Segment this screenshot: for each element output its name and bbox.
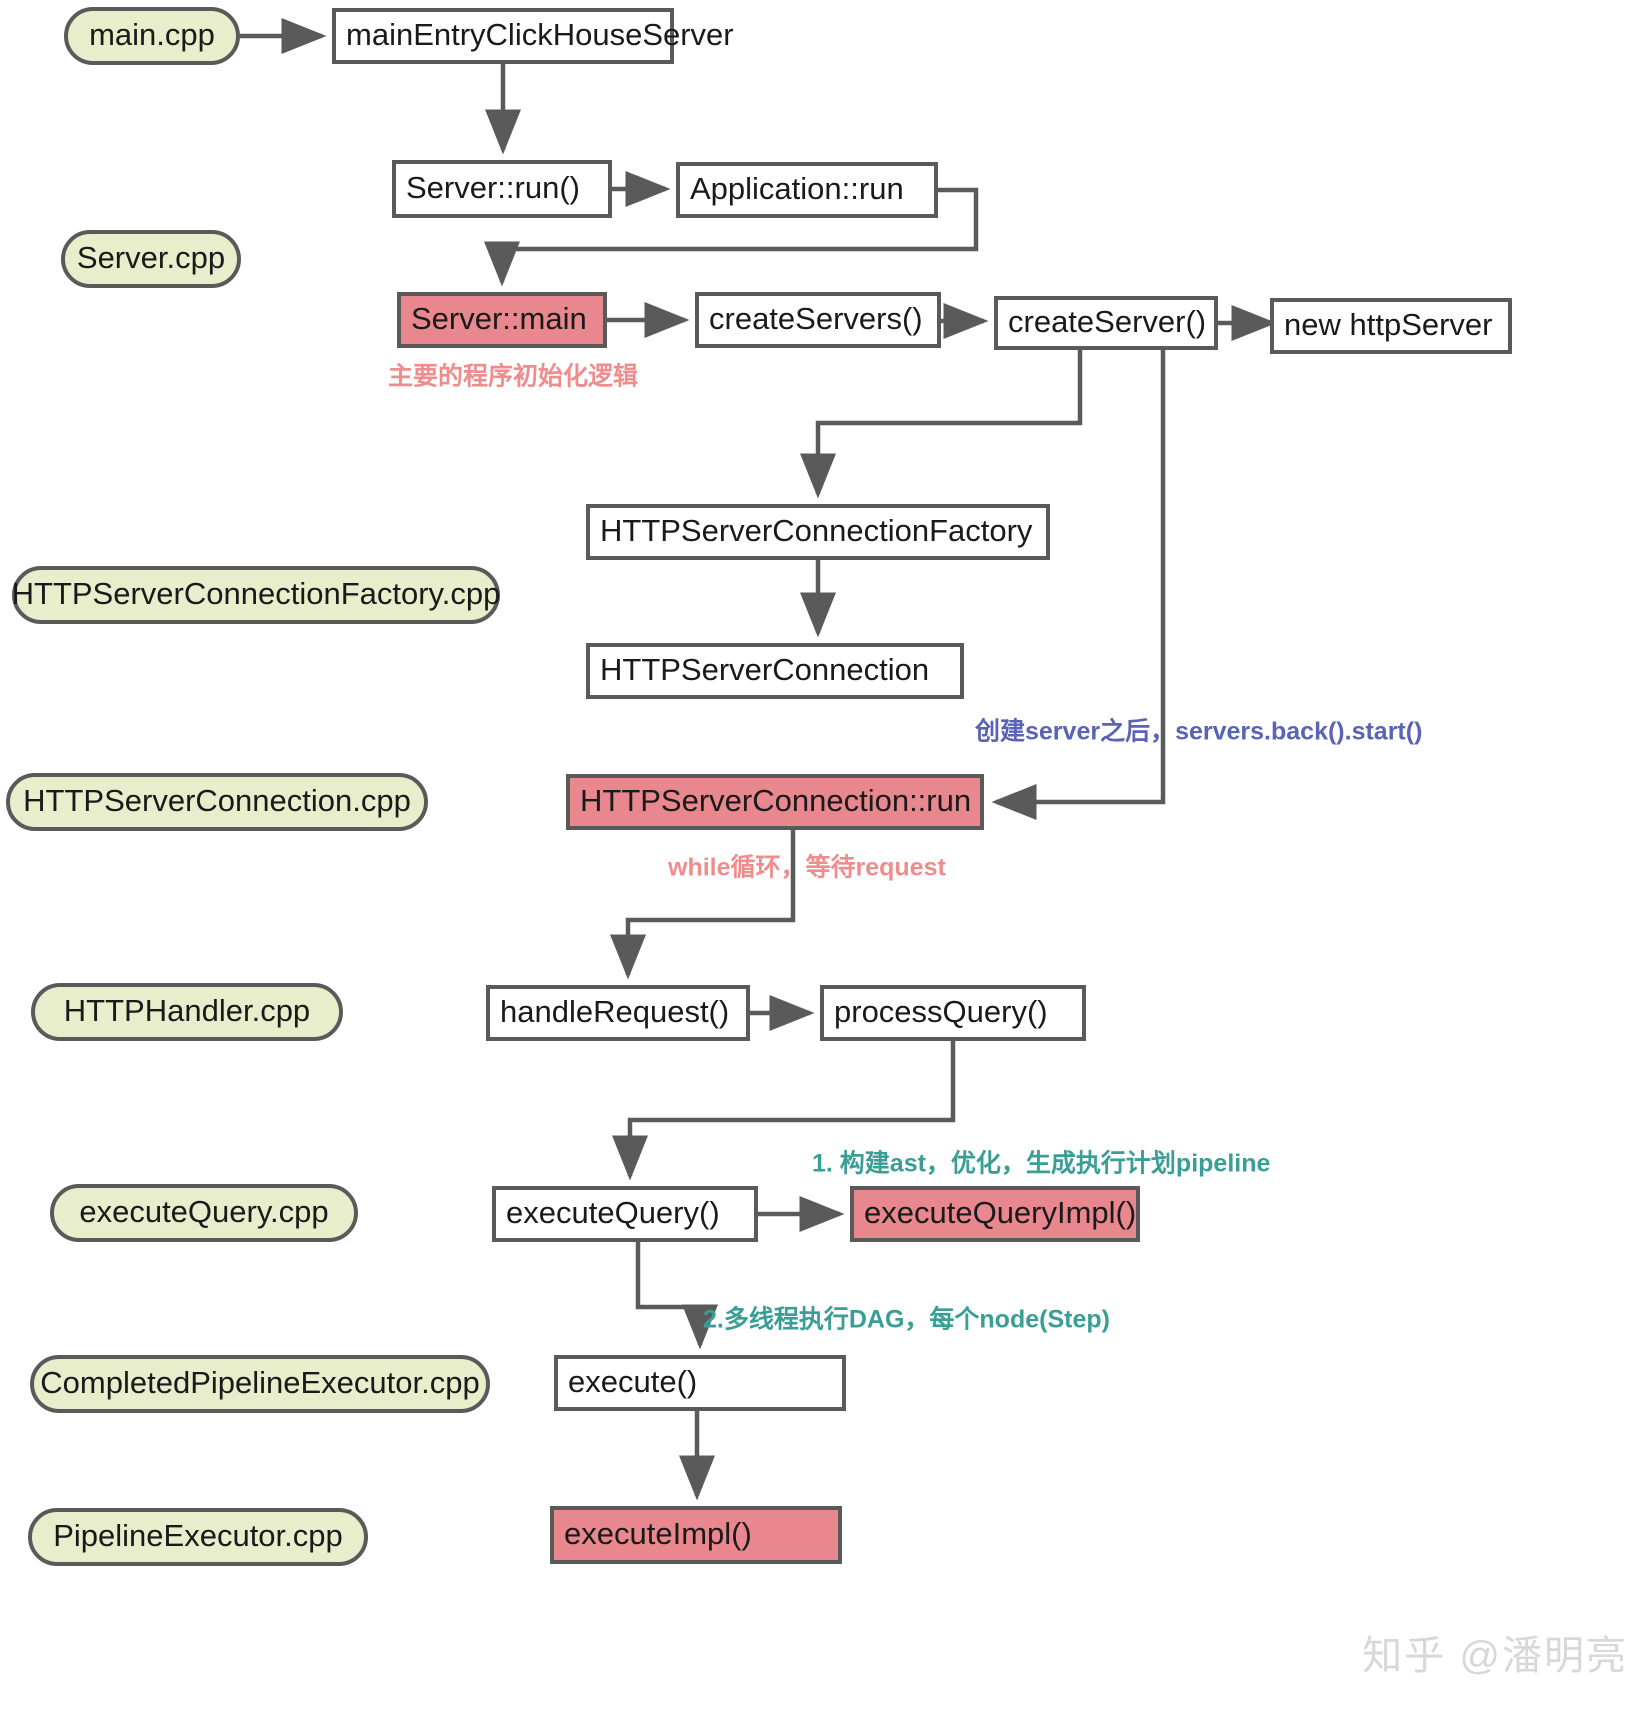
- node-handlerequest-label: handleRequest(): [500, 994, 729, 1029]
- node-createserver: createServer(): [994, 296, 1218, 350]
- node-connection-shape: [586, 643, 964, 699]
- edge-createserver-to-connectionrun: [991, 348, 1166, 820]
- pill-connection-cpp-shape: [6, 773, 428, 831]
- annot-build-ast: 1. 构建ast，优化，生成执行计划pipeline: [812, 1150, 1270, 1178]
- pill-server-cpp-label: Server.cpp: [77, 240, 225, 275]
- node-createserver-label: createServer(): [1008, 304, 1206, 339]
- node-executequeryimpl-label: executeQueryImpl(): [864, 1195, 1136, 1230]
- node-handlerequest: handleRequest(): [486, 985, 750, 1041]
- node-server-main-shape: [397, 292, 607, 348]
- node-processquery-shape: [820, 985, 1086, 1041]
- pill-completed-cpp-label: CompletedPipelineExecutor.cpp: [40, 1365, 479, 1400]
- edge-apprun-to-servermain: [484, 187, 979, 287]
- pill-factory-cpp-label: HTTPServerConnectionFactory.cpp: [12, 576, 501, 611]
- node-processquery: processQuery(): [820, 985, 1086, 1041]
- node-executeimpl-shape: [550, 1506, 842, 1564]
- pill-server-cpp-shape: [61, 230, 241, 288]
- node-new-httpserver: new httpServer: [1270, 298, 1512, 354]
- annotations-layer: 主要的程序初始化逻辑创建server之后，servers.back().star…: [388, 362, 1422, 1334]
- node-factory-shape: [586, 504, 1050, 560]
- node-execute-label: execute(): [568, 1364, 697, 1399]
- annot-init-logic: 主要的程序初始化逻辑: [388, 362, 638, 391]
- node-execute-shape: [554, 1355, 846, 1411]
- pill-main-cpp: main.cpp: [64, 7, 240, 65]
- node-connection-run: HTTPServerConnection::run: [566, 774, 984, 830]
- node-new-httpserver-label: new httpServer: [1284, 307, 1493, 342]
- pill-executequery-cpp-label: executeQuery.cpp: [79, 1194, 328, 1229]
- node-mainentry-label: mainEntryClickHouseServer: [346, 17, 734, 52]
- node-application-run-shape: [676, 162, 938, 218]
- pill-handler-cpp-shape: [31, 983, 343, 1041]
- node-connection-run-label: HTTPServerConnection::run: [580, 783, 971, 818]
- node-handlerequest-shape: [486, 985, 750, 1041]
- pill-pipeline-cpp: PipelineExecutor.cpp: [28, 1508, 368, 1566]
- node-mainentry: mainEntryClickHouseServer: [332, 8, 734, 64]
- node-createservers-label: createServers(): [709, 301, 923, 336]
- node-executeimpl: executeImpl(): [550, 1506, 842, 1564]
- pill-connection-cpp-label: HTTPServerConnection.cpp: [23, 783, 411, 818]
- node-mainentry-shape: [332, 8, 674, 64]
- node-factory: HTTPServerConnectionFactory: [586, 504, 1050, 560]
- node-createservers: createServers(): [695, 292, 941, 348]
- pill-handler-cpp-label: HTTPHandler.cpp: [64, 993, 310, 1028]
- node-executequery: executeQuery(): [492, 1186, 758, 1242]
- node-executequeryimpl: executeQueryImpl(): [850, 1186, 1140, 1242]
- pill-executequery-cpp: executeQuery.cpp: [50, 1184, 358, 1242]
- node-server-run: Server::run(): [392, 160, 612, 218]
- pill-connection-cpp: HTTPServerConnection.cpp: [6, 773, 428, 831]
- pill-server-cpp: Server.cpp: [61, 230, 241, 288]
- node-application-run: Application::run: [676, 162, 938, 218]
- pill-pipeline-cpp-shape: [28, 1508, 368, 1566]
- node-application-run-label: Application::run: [690, 171, 904, 206]
- node-createserver-shape: [994, 296, 1218, 350]
- pill-completed-cpp: CompletedPipelineExecutor.cpp: [30, 1355, 490, 1413]
- node-createservers-shape: [695, 292, 941, 348]
- file-pills-layer: main.cppServer.cppHTTPServerConnectionFa…: [6, 7, 501, 1566]
- node-connection-label: HTTPServerConnection: [600, 652, 929, 687]
- pill-completed-cpp-shape: [30, 1355, 490, 1413]
- node-factory-label: HTTPServerConnectionFactory: [600, 513, 1033, 548]
- annot-while-loop: while循环，等待request: [667, 853, 946, 882]
- node-server-main: Server::main: [397, 292, 607, 348]
- edges-layer: [240, 18, 1277, 1501]
- node-connection: HTTPServerConnection: [586, 643, 964, 699]
- pill-executequery-cpp-shape: [50, 1184, 358, 1242]
- edge-connectionrun-to-handlerequest: [610, 828, 796, 980]
- pill-main-cpp-shape: [64, 7, 240, 65]
- node-execute: execute(): [554, 1355, 846, 1411]
- pill-factory-cpp-shape: [12, 566, 500, 624]
- edge-executequery-to-execute: [635, 1240, 718, 1350]
- node-new-httpserver-shape: [1270, 298, 1512, 354]
- node-server-run-shape: [392, 160, 612, 218]
- annot-server-start: 创建server之后，servers.back().start(): [974, 717, 1422, 746]
- watermark: 知乎 @潘明亮: [1362, 1634, 1628, 1678]
- edge-createserver-to-factory: [800, 348, 1083, 499]
- edge-processquery-to-executequery: [612, 1039, 956, 1181]
- annot-multithread-dag: 2.多线程执行DAG，每个node(Step): [703, 1305, 1110, 1334]
- pill-pipeline-cpp-label: PipelineExecutor.cpp: [53, 1518, 343, 1553]
- pill-factory-cpp: HTTPServerConnectionFactory.cpp: [12, 566, 501, 624]
- node-processquery-label: processQuery(): [834, 994, 1048, 1029]
- pill-main-cpp-label: main.cpp: [89, 17, 215, 52]
- node-executequery-label: executeQuery(): [506, 1195, 720, 1230]
- pill-handler-cpp: HTTPHandler.cpp: [31, 983, 343, 1041]
- node-executeimpl-label: executeImpl(): [564, 1516, 752, 1551]
- node-executequeryimpl-shape: [850, 1186, 1140, 1242]
- node-server-run-label: Server::run(): [406, 170, 580, 205]
- node-connection-run-shape: [566, 774, 984, 830]
- node-executequery-shape: [492, 1186, 758, 1242]
- node-server-main-label: Server::main: [411, 301, 587, 336]
